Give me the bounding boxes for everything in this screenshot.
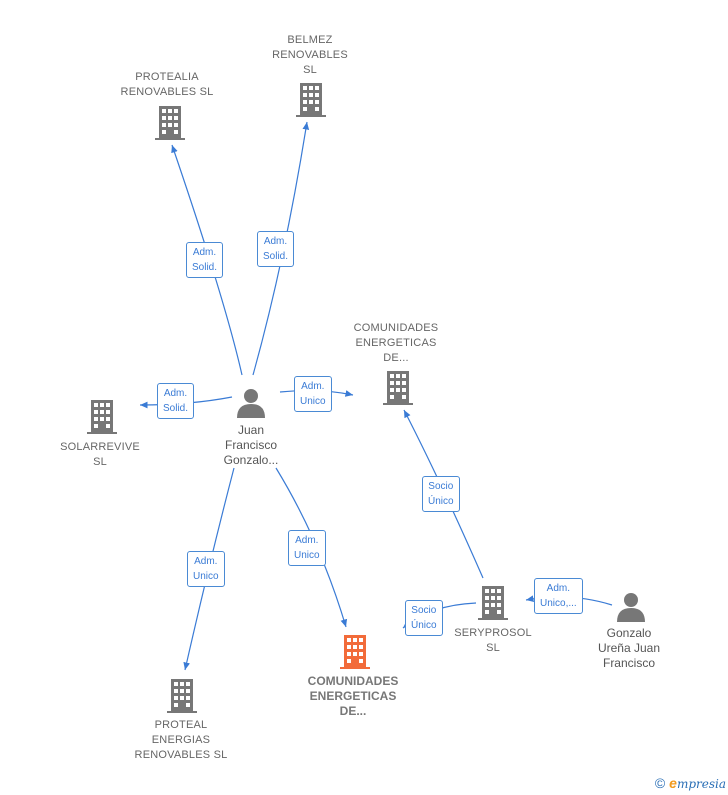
edge-label-belmez[interactable]: Adm. Solid. — [257, 231, 295, 267]
building-icon[interactable] — [477, 585, 509, 626]
node-label-belmez[interactable]: BELMEZ RENOVABLES SL — [272, 34, 348, 76]
building-icon[interactable] — [339, 634, 371, 675]
node-label-proteal[interactable]: PROTEAL ENERGIAS RENOVABLES SL — [134, 719, 228, 761]
building-icon[interactable] — [154, 105, 186, 146]
edge-label-sery-comunidades-top[interactable]: Socio Único — [422, 476, 460, 512]
node-label-seryprosol[interactable]: SERYPROSOL SL — [454, 627, 532, 654]
brand-logo-initial: e — [669, 775, 677, 791]
building-icon[interactable] — [382, 370, 414, 411]
brand-name: mpresia — [676, 777, 726, 791]
node-label-comunidades-top[interactable]: COMUNIDADES ENERGETICAS DE... — [353, 322, 439, 364]
node-label-gonzalo[interactable]: Gonzalo Ureña Juan Francisco — [597, 626, 661, 670]
person-icon[interactable] — [235, 387, 267, 424]
edge-label-gonzalo-sery[interactable]: Adm. Unico,... — [534, 578, 583, 614]
person-icon[interactable] — [615, 591, 647, 628]
building-icon[interactable] — [166, 678, 198, 719]
building-icon[interactable] — [295, 82, 327, 123]
node-label-solarrevive[interactable]: SOLARREVIVE SL — [60, 441, 140, 468]
node-label-comunidades-main[interactable]: COMUNIDADES ENERGETICAS DE... — [307, 674, 399, 718]
node-label-juan[interactable]: Juan Francisco Gonzalo... — [223, 423, 279, 467]
edge-label-comunidades-main[interactable]: Adm. Unico — [288, 530, 326, 566]
footer-brand[interactable]: ©empresia — [655, 775, 726, 791]
building-icon[interactable] — [86, 399, 118, 440]
edge-label-comunidades-top[interactable]: Adm. Unico — [294, 376, 332, 412]
edge-label-proteal[interactable]: Adm. Unico — [187, 551, 225, 587]
edge-label-protealia[interactable]: Adm. Solid. — [186, 242, 224, 278]
edge-label-sery-comunidades-main[interactable]: Socio Único — [405, 600, 443, 636]
edge-label-solarrevive[interactable]: Adm. Solid. — [157, 383, 195, 419]
edge-line-protealia — [171, 144, 243, 376]
copyright-symbol: © — [654, 775, 666, 791]
node-label-protealia[interactable]: PROTEALIA RENOVABLES SL — [120, 71, 214, 98]
